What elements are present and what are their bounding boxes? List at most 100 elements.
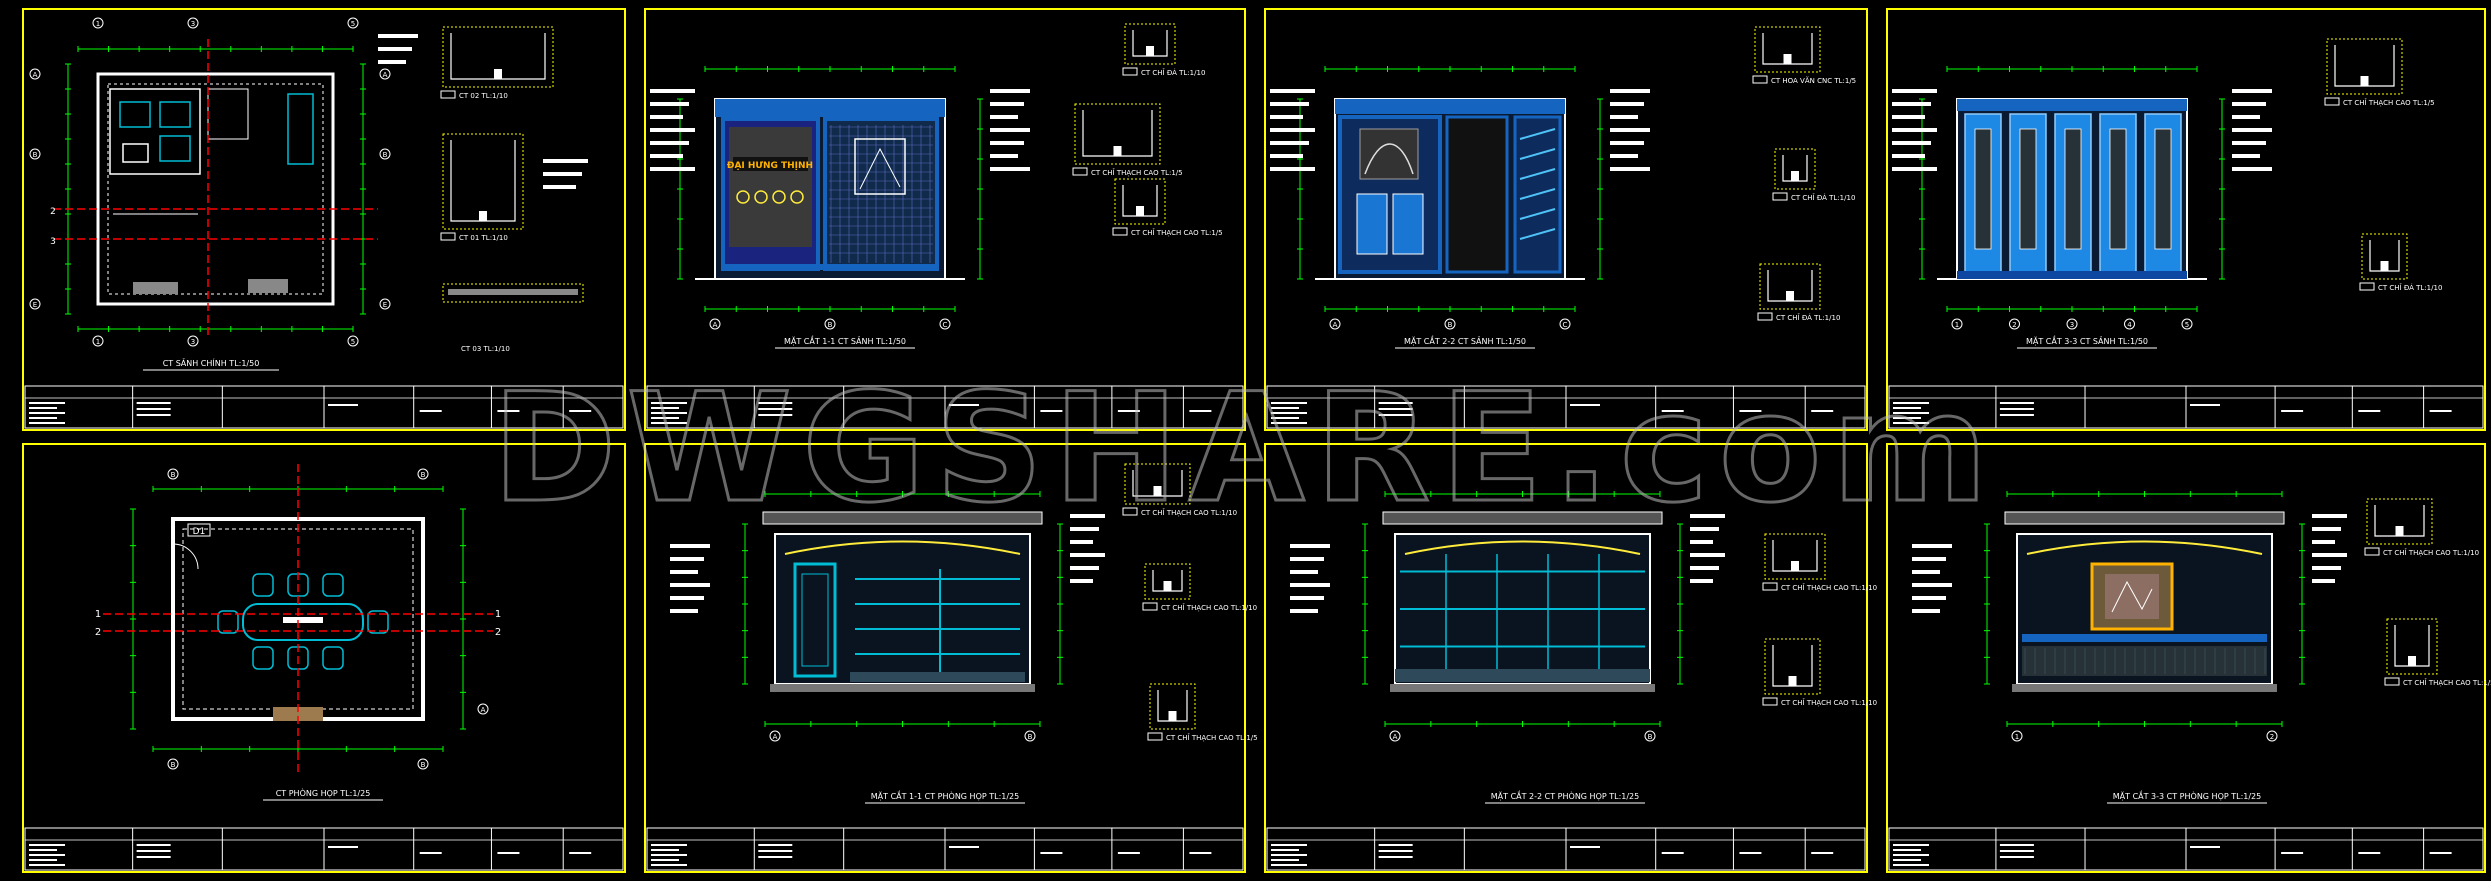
grid-bubble-label: 5 bbox=[351, 338, 355, 346]
chair bbox=[367, 610, 389, 634]
grid-bubble bbox=[939, 318, 951, 330]
grid-bubble-label: A bbox=[1333, 321, 1338, 329]
annotation-leader-label bbox=[1610, 167, 1650, 171]
title-block-text bbox=[29, 407, 57, 409]
annotation-leader-label bbox=[670, 570, 698, 574]
annotation-leader-label bbox=[1892, 115, 1925, 119]
detail-caption: CT CHỈ THẠCH CAO TL:1/10 bbox=[1781, 583, 1877, 592]
detail-callout: CT HOA VĂN CNC TL:1/5 bbox=[1752, 26, 1856, 85]
annotation-leader-label bbox=[650, 89, 695, 93]
elevation-outline bbox=[774, 533, 1031, 685]
detail-callout: CT 02 TL:1/10 bbox=[440, 26, 554, 100]
grid-bubble bbox=[417, 758, 429, 770]
detail-frame bbox=[1754, 26, 1821, 73]
annotation-leader-label bbox=[2312, 514, 2347, 518]
annotation-leader-label bbox=[1610, 128, 1650, 132]
detail-caption: CT 03 TL:1/10 bbox=[461, 345, 510, 353]
detail-tag bbox=[2384, 677, 2400, 686]
ceiling-band bbox=[1957, 99, 2187, 111]
painting-motif bbox=[2111, 580, 2153, 613]
detail-caption: CT CHỈ THẠCH CAO TL:1/10 bbox=[1161, 603, 1257, 612]
sheet-border bbox=[22, 443, 626, 873]
annotation-leader-label bbox=[650, 115, 683, 119]
detail-caption: CT CHỈ ĐÁ TL:1/10 bbox=[1776, 313, 1840, 322]
title-block-text bbox=[651, 849, 679, 851]
grid-bubble bbox=[167, 758, 179, 770]
annotation-leader-label bbox=[1610, 154, 1638, 158]
sheet-border bbox=[1886, 443, 2486, 873]
title-block-text bbox=[1271, 859, 1299, 861]
title-block-text bbox=[1040, 410, 1063, 412]
grid-bubble bbox=[29, 148, 41, 160]
annotation-leader-label bbox=[1070, 540, 1093, 544]
slab bbox=[2004, 511, 2285, 525]
grid-bubble-label: A bbox=[773, 733, 778, 741]
annotation-leader-label bbox=[1690, 527, 1719, 531]
section-mark: 3 bbox=[50, 237, 56, 247]
glass-hatch bbox=[1519, 168, 1556, 180]
annotation-leader-label bbox=[1270, 128, 1315, 132]
annotation-leader-label bbox=[1290, 557, 1324, 561]
title-block-text bbox=[1378, 856, 1413, 858]
wall-panel-insert bbox=[2154, 128, 2172, 250]
grid-bubble-label: 3 bbox=[2070, 321, 2074, 329]
annotation-leader-label bbox=[2312, 553, 2347, 557]
grid-bubble bbox=[2011, 730, 2023, 742]
grid-bubble bbox=[379, 68, 391, 80]
title-block-text bbox=[949, 404, 979, 406]
title-block-text bbox=[758, 850, 793, 852]
detail-fixing bbox=[2395, 526, 2404, 536]
title-block-text bbox=[651, 417, 679, 419]
title-block-text bbox=[651, 402, 687, 404]
title-block-text bbox=[651, 422, 687, 424]
title-block-text bbox=[1893, 412, 1929, 414]
annotation-leader-label bbox=[1892, 102, 1931, 106]
plan-ceiling-outline bbox=[107, 83, 324, 295]
title-block-text bbox=[2190, 846, 2220, 848]
ceiling-cove bbox=[1404, 540, 1641, 555]
detail-caption: CT CHỈ THẠCH CAO TL:1/5 bbox=[1091, 168, 1183, 177]
annotation-leader-label bbox=[2232, 89, 2272, 93]
glass-hatch bbox=[1519, 148, 1556, 160]
annotation-leader-label bbox=[1070, 579, 1093, 583]
artwork bbox=[859, 147, 901, 190]
sheet-title: CT SẢNH CHÍNH TL:1/50 bbox=[163, 357, 260, 368]
ceiling-band bbox=[1335, 99, 1565, 114]
title-block-text bbox=[1661, 852, 1684, 854]
detail-caption: CT HOA VĂN CNC TL:1/5 bbox=[1771, 76, 1856, 85]
painting bbox=[2105, 574, 2159, 619]
title-block bbox=[646, 827, 1244, 871]
detail-callout: CT CHỈ THẠCH CAO TL:1/5 bbox=[2384, 618, 2491, 687]
title-block-text bbox=[497, 410, 520, 412]
title-block-text bbox=[328, 404, 358, 406]
detail-tag bbox=[1112, 227, 1128, 236]
title-block-text bbox=[29, 859, 57, 861]
annotation-leader-label bbox=[650, 141, 689, 145]
grid-bubble-label: B bbox=[421, 471, 426, 479]
detail-tag bbox=[440, 90, 456, 99]
title-block-text bbox=[1378, 844, 1413, 846]
wall-panel-insert bbox=[2109, 128, 2127, 250]
title-block-text bbox=[29, 864, 65, 866]
title-block-text bbox=[949, 846, 979, 848]
title-block-text bbox=[1271, 422, 1307, 424]
detail-frame bbox=[1074, 103, 1161, 165]
annotation-leader-label bbox=[670, 609, 698, 613]
detail-frame bbox=[2326, 38, 2403, 95]
title-block-text bbox=[2358, 410, 2381, 412]
plan-outer-wall bbox=[96, 72, 335, 306]
annotation-leader-label bbox=[990, 102, 1024, 106]
annotation-leader-label bbox=[1610, 141, 1644, 145]
grid-bubble-label: 2 bbox=[2270, 733, 2274, 741]
grid-bubble-label: B bbox=[171, 761, 176, 769]
annotation-leader-label bbox=[990, 141, 1024, 145]
title-block-text bbox=[419, 410, 442, 412]
plan-furniture bbox=[159, 135, 191, 162]
plan-furniture bbox=[159, 101, 191, 128]
title-block-text bbox=[651, 407, 679, 409]
detail-frame bbox=[1149, 683, 1196, 730]
